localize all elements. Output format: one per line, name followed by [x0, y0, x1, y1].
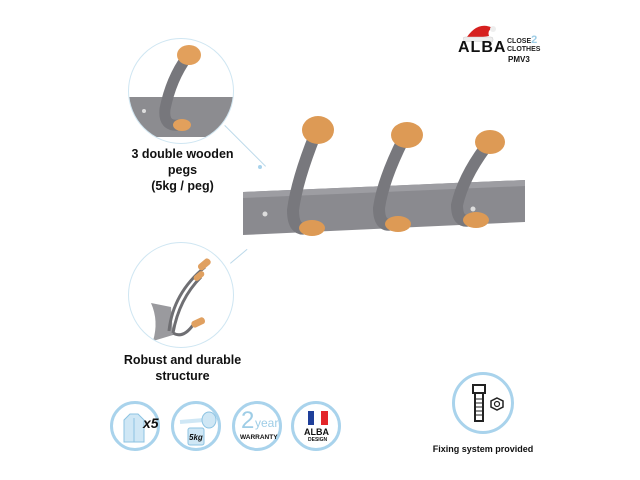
badge-warranty: 2 year WARRANTY — [232, 401, 282, 451]
design-label: DESIGN — [308, 437, 328, 443]
weight-icon — [179, 411, 217, 446]
pegs-caption-line1: 3 double wooden — [131, 147, 234, 161]
badge-design: ALBA DESIGN — [291, 401, 341, 451]
structure-closeup-image — [151, 258, 211, 341]
tagline-clothes: CLOTHES — [507, 46, 541, 53]
tagline-close: CLOSE — [507, 38, 532, 45]
warranty-number: 2 — [241, 407, 255, 434]
tagline-two: 2 — [531, 34, 538, 46]
badge-fixing — [452, 372, 514, 434]
model-number: PMV3 — [508, 55, 530, 64]
connector-line-2 — [230, 248, 248, 264]
santa-hat-icon — [463, 25, 496, 42]
structure-caption-line2: structure — [155, 369, 210, 383]
peg-closeup-image — [129, 45, 233, 137]
structure-detail-circle — [128, 242, 234, 348]
connector-dot-1 — [258, 165, 262, 169]
pegs-caption-line3: (5kg / peg) — [151, 179, 214, 193]
badge-weight: 5kg — [171, 401, 221, 451]
design-brand: ALBA — [304, 427, 329, 437]
pegs-caption-line2: pegs — [167, 163, 198, 177]
structure-caption-line1: Robust and durable — [123, 353, 242, 367]
structure-caption: Robust and durable structure — [110, 352, 255, 384]
weight-label: 5kg — [189, 433, 203, 442]
pegs-caption: 3 double wooden pegs (5kg / peg) — [120, 146, 245, 194]
brand-name: ALBA — [458, 39, 507, 56]
coat-rack-product-image — [243, 116, 525, 236]
coat-icon — [123, 413, 145, 443]
badge-coats: x5 — [110, 401, 160, 451]
france-flag-icon — [308, 411, 328, 425]
peg-detail-circle — [128, 38, 234, 144]
coats-count: x5 — [143, 415, 159, 431]
brand-tagline: CLOSE2 CLOTHES — [507, 34, 541, 54]
warranty-unit: year — [255, 416, 279, 430]
brand-logo: ALBA CLOSE2 CLOTHES — [455, 22, 545, 72]
bolt-and-nut-icon — [472, 384, 504, 422]
warranty-label: WARRANTY — [240, 434, 278, 441]
fixing-caption: Fixing system provided — [432, 444, 534, 454]
